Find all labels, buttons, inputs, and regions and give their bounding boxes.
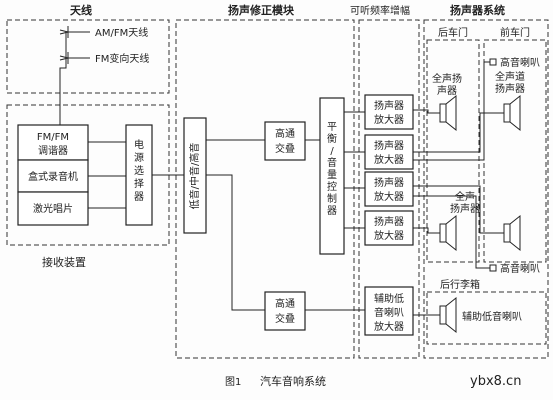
svg-text:衡: 衡 [327, 133, 337, 145]
speaker-system-frame [423, 19, 549, 359]
front-full-channel-line2: 扬声器 [495, 82, 525, 95]
svg-text:/: / [330, 146, 334, 157]
balance-volume-box [319, 97, 345, 255]
amp-box-3 [364, 171, 414, 207]
svg-text:器: 器 [134, 191, 144, 203]
subwoofer-icon [439, 296, 457, 334]
crossover-top-box [264, 121, 306, 161]
band-split-label: 低音/中音/高音 [188, 143, 201, 210]
amp-box-2 [364, 134, 414, 170]
band-split-box [183, 117, 207, 234]
subwoofer-label: 辅助低音喇叭 [462, 310, 522, 323]
sub-amp-line3: 放大器 [374, 320, 404, 333]
crossover-bottom-box [264, 291, 306, 331]
tuner-box [17, 124, 89, 161]
signal-lines [88, 111, 365, 311]
front-speaker-bottom-icon [503, 214, 521, 252]
crossover-bottom-line2: 交叠 [275, 312, 295, 325]
svg-text:择: 择 [134, 177, 144, 190]
crossover-top-line1: 高通 [275, 127, 295, 140]
amp-1-line2: 放大器 [374, 113, 404, 126]
receiver-section-title: 接收装置 [42, 255, 86, 269]
rear-full-speaker-line1: 全声扬 [432, 72, 462, 85]
sub-amp-line1: 辅助低 [374, 292, 404, 305]
trunk-label: 后行李箱 [440, 278, 480, 291]
rear-door-frame [426, 39, 480, 263]
front-full-channel-line1: 全声道 [495, 70, 525, 83]
figure-number: 图1 [225, 376, 241, 388]
rear-speaker-top-icon [439, 94, 457, 132]
amp-3-line2: 放大器 [374, 190, 404, 203]
mid-full-speaker-line2: 扬声器 [450, 202, 480, 215]
cassette-label: 盒式录音机 [28, 170, 78, 183]
front-door-label: 前车门 [500, 26, 530, 39]
fm-diversity-antenna-icon [59, 52, 90, 64]
tweeter-top-label: 高音喇叭 [500, 56, 540, 69]
amp-box-4 [364, 210, 414, 246]
sub-amp-line2: 音喇叭 [374, 306, 404, 319]
amp-box-1 [364, 94, 414, 130]
speaker-wires [413, 61, 504, 316]
svg-text:选: 选 [134, 164, 144, 177]
svg-text:电: 电 [134, 138, 144, 151]
rear-full-speaker-line2: 声器 [437, 84, 457, 97]
svg-text:控: 控 [327, 180, 337, 193]
amplifier-section-title: 可听频率增幅 [350, 4, 410, 17]
svg-text:制: 制 [327, 192, 337, 205]
amp-2-line2: 放大器 [374, 153, 404, 166]
power-selector-label: 电 源 选 择 器 [134, 138, 144, 203]
speaker-system-title: 扬声器系统 [450, 3, 505, 17]
am-fm-antenna-icon [59, 26, 90, 38]
speaker-module-title: 扬声修正模块 [228, 3, 295, 17]
tweeter-bottom-label: 高音喇叭 [500, 262, 540, 275]
trunk-frame [426, 291, 547, 345]
amp-1-line1: 扬声器 [374, 99, 404, 112]
amp-4-line1: 扬声器 [374, 215, 404, 228]
sub-amp-box [364, 286, 414, 336]
crossover-top-line2: 交叠 [275, 142, 295, 155]
antenna-section-title: 天线 [70, 3, 92, 17]
tuner-label-line1: FM/FM [37, 132, 69, 143]
svg-text:器: 器 [327, 205, 337, 217]
amp-3-line1: 扬声器 [374, 176, 404, 189]
antenna-icons [59, 26, 90, 125]
rear-speaker-bottom-icon [439, 214, 457, 252]
antenna-frame [6, 19, 170, 94]
tuner-label-line2: 调谐器 [38, 145, 68, 157]
balance-volume-label: 平 衡 / 音 量 控 制 器 [327, 122, 337, 217]
amp-2-line1: 扬声器 [374, 139, 404, 152]
speaker-icons [439, 58, 521, 334]
svg-text:源: 源 [134, 151, 144, 164]
cd-label: 激光唱片 [33, 202, 73, 215]
svg-text:量: 量 [327, 169, 337, 181]
tweeter-bottom-icon [489, 264, 497, 272]
fm-diversity-antenna-label: FM变向天线 [95, 52, 149, 65]
amp-4-line2: 放大器 [374, 229, 404, 242]
rear-door-label: 后车门 [438, 26, 468, 39]
svg-text:音: 音 [327, 156, 337, 169]
mid-full-speaker-line1: 全声 [455, 190, 475, 203]
am-fm-antenna-label: AM/FM天线 [95, 26, 148, 39]
crossover-bottom-line1: 高通 [275, 297, 295, 310]
svg-text:平: 平 [327, 122, 337, 133]
front-speaker-top-icon [503, 94, 521, 132]
figure-title: 汽车音响系统 [260, 374, 326, 388]
watermark-text: ybx8.cn [470, 374, 521, 389]
speaker-module-frame [175, 19, 355, 359]
tweeter-top-icon [489, 58, 497, 66]
amplifier-frame [358, 19, 420, 359]
